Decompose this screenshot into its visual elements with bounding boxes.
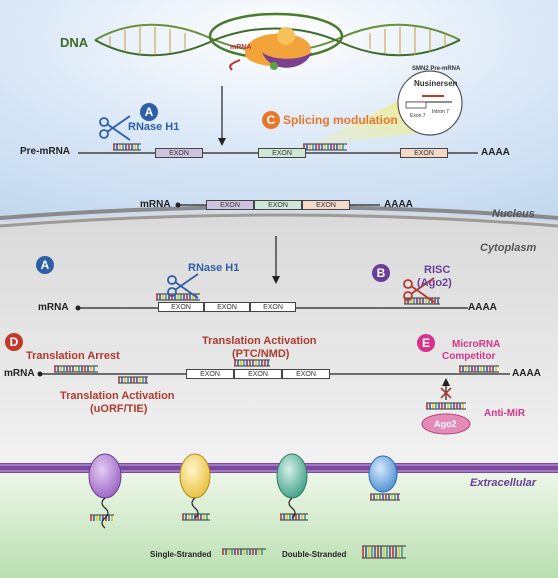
translation-activation-uorf-label: Translation Activation: [60, 390, 175, 402]
risc-label: RISC: [424, 264, 451, 276]
inset-drug: Nusinersen: [414, 79, 458, 88]
double-stranded-oligo: [113, 143, 141, 151]
legend-double-label: Double-Stranded: [282, 550, 347, 559]
marker-c: C: [262, 111, 280, 129]
inset-exon7: Exon 7: [410, 113, 426, 119]
oligo-group: [54, 143, 499, 559]
scissors-icon: [403, 277, 435, 303]
splicing-label: Splicing modulation: [283, 113, 398, 127]
mrna-label: mRNA: [140, 199, 171, 210]
cytoplasm-label: Cytoplasm: [480, 242, 537, 254]
translation-activation-ptc-label: Translation Activation: [202, 335, 317, 347]
double-stranded-oligo: [426, 402, 466, 410]
double-stranded-oligo: [118, 376, 148, 384]
mrna-label: mRNA: [4, 368, 35, 379]
rnase-h1-label: RNase H1: [188, 262, 240, 274]
mrna-label: mRNA: [38, 302, 69, 313]
exon-box: EXON: [254, 200, 302, 210]
double-stranded-oligo: [370, 493, 400, 501]
inset-title: SMN2 Pre-mRNA: [412, 66, 461, 72]
polya-tail: AAAA: [384, 199, 413, 210]
receptor-yellow: [179, 453, 211, 519]
exon-box: EXON: [302, 200, 350, 210]
double-stranded-oligo: [156, 293, 200, 301]
double-stranded-oligo: [280, 513, 308, 521]
single-stranded-oligo: [90, 514, 114, 521]
receptor-blue: [368, 455, 398, 493]
translation-arrest-label: Translation Arrest: [26, 350, 120, 362]
marker-d: D: [5, 333, 23, 351]
nucleus-label: Nucleus: [492, 208, 535, 220]
microrna-label: MicroRNA: [452, 339, 501, 350]
double-stranded-oligo: [303, 143, 347, 151]
exon-box: EXON: [258, 148, 306, 158]
scissors-icon: [99, 115, 131, 141]
receptor-teal: [276, 453, 308, 519]
marker-a: A: [140, 103, 158, 121]
uorf-tie-label: (uORF/TIE): [90, 403, 148, 415]
exon-box: EXON: [155, 148, 203, 158]
exon-box: EXON: [204, 302, 250, 312]
marker-b: B: [372, 264, 390, 282]
marker-a: A: [36, 256, 54, 274]
exon-box: EXON: [282, 369, 330, 379]
polya-tail: AAAA: [512, 368, 541, 379]
extracellular-label: Extracellular: [470, 477, 537, 489]
polya-tail: AAAA: [481, 147, 510, 158]
competitor-label: Competitor: [442, 351, 496, 362]
scissors-icon: [167, 273, 199, 299]
legend-single-label: Single-Stranded: [150, 550, 212, 559]
rna-polymerase: [229, 27, 312, 71]
marker-e: E: [417, 334, 435, 352]
exon-box: EXON: [234, 369, 282, 379]
ptc-nmd-label: (PTC/NMD): [232, 348, 290, 360]
double-stranded-oligo: [362, 545, 406, 559]
mrna-tag: mRNA: [230, 44, 252, 51]
ago2-label: (Ago2): [417, 277, 452, 289]
exon-box: EXON: [206, 200, 254, 210]
double-stranded-oligo: [54, 365, 98, 373]
receptor-purple: [88, 453, 122, 529]
double-stranded-oligo: [234, 359, 270, 367]
polya-tail: AAAA: [468, 302, 497, 313]
exon-box: EXON: [250, 302, 296, 312]
exon-box: EXON: [158, 302, 204, 312]
rnase-h1-label: RNase H1: [128, 121, 180, 133]
pre-mrna-label: Pre-mRNA: [20, 146, 71, 157]
double-stranded-oligo: [459, 365, 499, 373]
ago2-protein-label: Ago2: [434, 419, 457, 429]
dna-label: DNA: [60, 35, 89, 50]
exon-box: EXON: [400, 148, 448, 158]
exon-box: EXON: [186, 369, 234, 379]
inset-intron7: Intron 7: [432, 109, 449, 115]
single-stranded-oligo: [222, 548, 266, 555]
anti-mir-label: Anti-MiR: [484, 408, 526, 419]
